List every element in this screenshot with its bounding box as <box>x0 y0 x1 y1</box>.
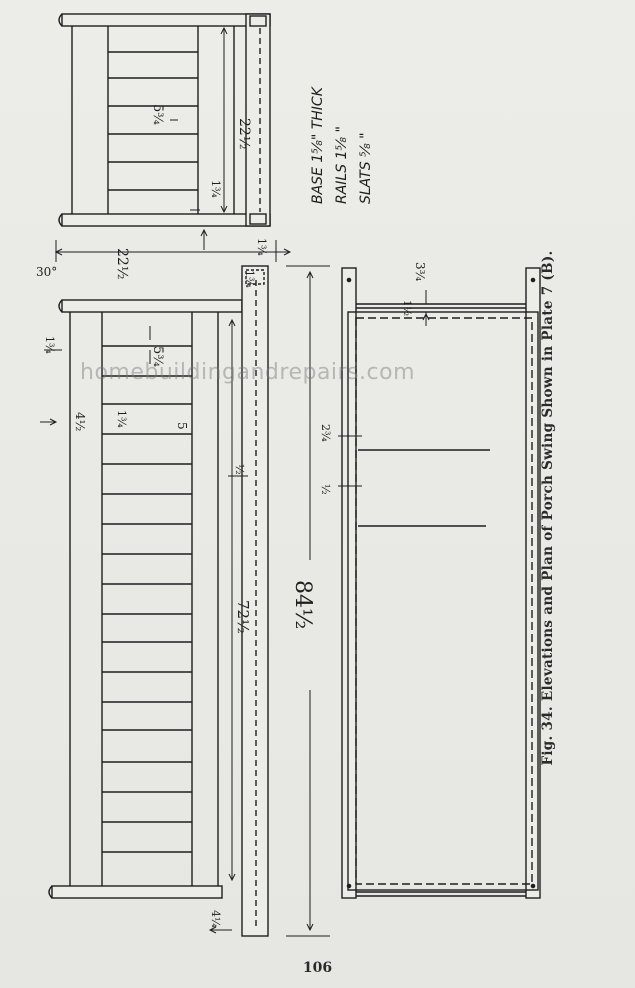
note-rails: RAILS 1⁵⁄₈ " <box>334 126 350 204</box>
dim-slat-space: 1¾ <box>115 410 128 428</box>
dim-plan-c: 1½ <box>401 300 412 316</box>
dim-front-post: 1¾ <box>243 270 256 288</box>
figure-caption: Fig. 34. Elevations and Plan of Porch Sw… <box>540 250 556 766</box>
note-base: BASE 1⁵⁄₈" THICK <box>310 85 326 204</box>
dimension-labels: 22½ 5¾ 1¾ 22½ 1¾ 30° 1¾ 1¾ 4½ 5¾ 1¾ 5 72… <box>36 104 427 928</box>
dim-plan-b: ½ <box>319 484 332 495</box>
dim-plan-rail: 3¾ <box>413 262 427 282</box>
dim-front-top: 1¾ <box>43 336 56 354</box>
dim-back-height: 4½ <box>73 412 87 431</box>
dim-plan-a: 2¾ <box>319 424 332 442</box>
dim-overall-length: 84½ <box>290 580 315 629</box>
end-elevation <box>58 13 271 227</box>
back-elevation <box>40 265 269 937</box>
dim-end-rail: 1¾ <box>209 180 222 198</box>
section-dimensions <box>54 228 292 262</box>
dim-seat-offset: ½ <box>233 464 246 475</box>
watermark-text: homebuildingandrepairs.com <box>80 360 416 385</box>
material-notes: BASE 1⁵⁄₈" THICK RAILS 1⁵⁄₈ " SLATS ⁵⁄₈ … <box>310 85 374 204</box>
dim-end-height: 22½ <box>236 118 252 149</box>
overall-length-dim <box>286 265 330 937</box>
dim-front-bottom: 4¼ <box>209 910 222 928</box>
dim-center: 5 <box>175 422 189 430</box>
dim-end-base: 1¾ <box>255 238 268 256</box>
dim-slat-width: 5¾ <box>150 346 165 367</box>
plan-view <box>338 267 541 899</box>
note-slats: SLATS ⁵⁄₈ " <box>358 132 374 204</box>
dim-end-depth: 22½ <box>114 248 130 279</box>
dim-end-slat: 5¾ <box>150 104 165 125</box>
page-number: 106 <box>302 960 333 976</box>
dim-angle: 30° <box>36 265 57 279</box>
dim-back-length: 72½ <box>234 600 252 634</box>
